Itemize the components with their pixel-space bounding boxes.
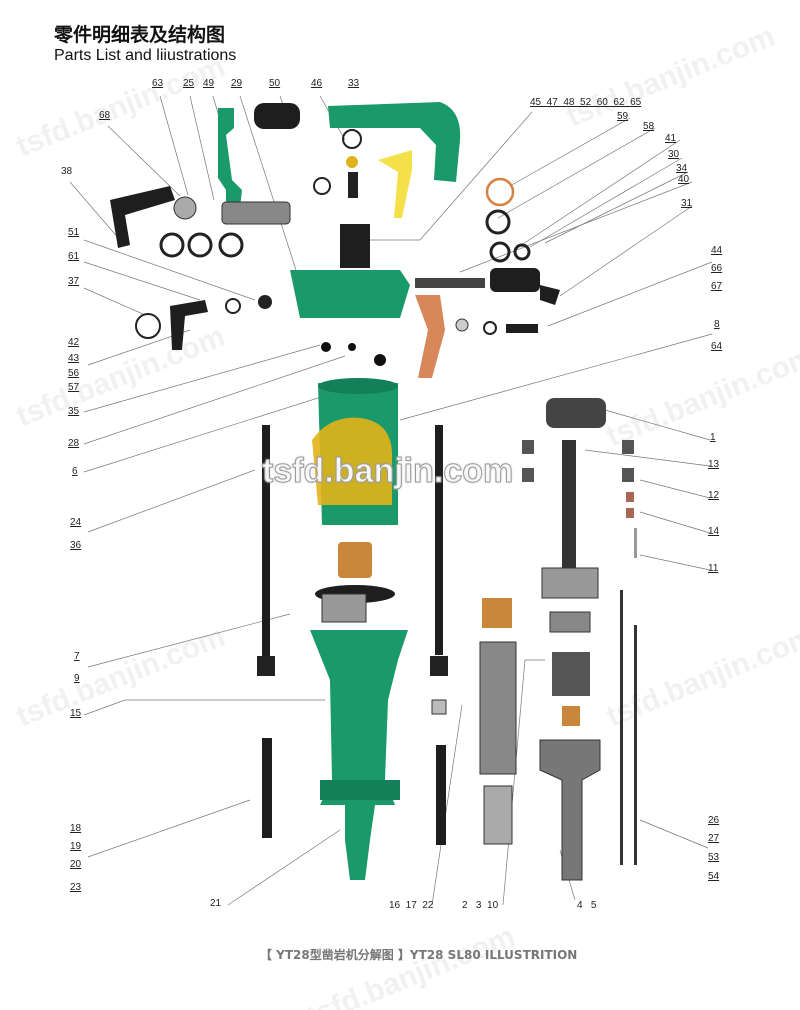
label-25: 25 bbox=[183, 78, 195, 89]
label-33: 33 bbox=[348, 78, 360, 89]
label-36: 36 bbox=[70, 540, 82, 551]
label-37: 37 bbox=[68, 276, 80, 287]
label-66: 66 bbox=[711, 263, 723, 274]
label-59: 59 bbox=[617, 111, 629, 122]
label-63: 63 bbox=[152, 78, 164, 89]
label-54: 54 bbox=[708, 871, 720, 882]
label-61: 61 bbox=[68, 251, 80, 262]
label-42: 42 bbox=[68, 337, 80, 348]
part-38-lever bbox=[110, 186, 175, 248]
label-30: 30 bbox=[668, 149, 680, 160]
part-brass-bushing bbox=[338, 542, 372, 578]
part-26-water-tube bbox=[620, 590, 623, 865]
label-57: 57 bbox=[68, 382, 80, 393]
part-49-lever bbox=[218, 108, 242, 208]
label-21: 21 bbox=[210, 898, 222, 909]
part-46-ring bbox=[342, 129, 362, 149]
label-15: 15 bbox=[70, 708, 82, 719]
label-8: 8 bbox=[714, 319, 720, 330]
label-31: 31 bbox=[681, 198, 693, 209]
label-49: 49 bbox=[203, 78, 215, 89]
part-chuck bbox=[541, 567, 599, 599]
label-56: 56 bbox=[68, 368, 80, 379]
label-58: 58 bbox=[643, 121, 655, 132]
label-26: 26 bbox=[708, 815, 720, 826]
label-18: 18 bbox=[70, 823, 82, 834]
part-elbow-pipe bbox=[415, 295, 445, 378]
title-english: Parts List and liiustrations bbox=[54, 47, 237, 64]
part-10-chuck-nut bbox=[552, 652, 590, 696]
part-spring bbox=[348, 172, 358, 198]
part-21-retainer bbox=[345, 805, 375, 880]
part-13-rifle-bar bbox=[562, 440, 576, 570]
part-shapes bbox=[110, 102, 637, 881]
label-40: 40 bbox=[678, 174, 690, 185]
part-valve bbox=[340, 224, 370, 268]
part-bolt-right bbox=[435, 425, 443, 655]
label-68: 68 bbox=[99, 110, 111, 121]
label-29: 29 bbox=[231, 78, 243, 89]
label-44: 44 bbox=[711, 245, 723, 256]
label-50: 50 bbox=[269, 78, 281, 89]
label-11: 11 bbox=[708, 563, 719, 574]
part-2-chuck-bushing bbox=[479, 641, 517, 775]
label-12: 12 bbox=[708, 490, 720, 501]
label-23: 23 bbox=[70, 882, 82, 893]
leader-lines bbox=[69, 95, 713, 906]
part-24-bolt bbox=[262, 425, 270, 665]
part-61-lever bbox=[170, 300, 208, 350]
label-46: 46 bbox=[311, 78, 323, 89]
label-9: 9 bbox=[74, 673, 80, 684]
label-27: 27 bbox=[708, 833, 720, 844]
label-2-3-10: 2 3 10 bbox=[462, 900, 499, 911]
part-15-front-head bbox=[310, 630, 408, 805]
label-19: 19 bbox=[70, 841, 82, 852]
label-45-65: 45 47 48 52 60 62 65 bbox=[530, 97, 642, 108]
part-1-ratchet bbox=[546, 398, 606, 428]
label-35: 35 bbox=[68, 406, 80, 417]
label-67: 67 bbox=[711, 281, 723, 292]
label-41: 41 bbox=[665, 133, 677, 144]
footer-caption: 【 YT28型凿岩机分解图 】YT28 SL80 ILLUSTRITION bbox=[260, 948, 578, 962]
label-20: 20 bbox=[70, 859, 82, 870]
label-13: 13 bbox=[708, 459, 720, 470]
label-53: 53 bbox=[708, 852, 720, 863]
label-24: 24 bbox=[70, 517, 82, 528]
label-38: 38 bbox=[61, 166, 73, 177]
label-14: 14 bbox=[708, 526, 720, 537]
part-25-shaft bbox=[221, 201, 291, 225]
label-43: 43 bbox=[68, 353, 80, 364]
label-51: 51 bbox=[68, 227, 80, 238]
part-18-latch bbox=[262, 738, 272, 838]
part-33-handle bbox=[328, 102, 461, 182]
part-29-cylinder-head bbox=[290, 270, 410, 318]
title-chinese: 零件明细表及结构图 bbox=[54, 24, 226, 46]
label-16-17-22: 16 17 22 bbox=[389, 900, 434, 911]
label-64: 64 bbox=[711, 341, 723, 352]
label-34: 34 bbox=[676, 163, 688, 174]
label-4-5: 4 5 bbox=[577, 900, 597, 911]
label-28: 28 bbox=[68, 438, 80, 449]
label-1: 1 bbox=[710, 432, 716, 443]
part-yellow-lever bbox=[378, 150, 412, 218]
label-7: 7 bbox=[74, 651, 80, 662]
part-50-bellows bbox=[254, 103, 300, 129]
part-amber-cover bbox=[312, 417, 392, 505]
label-6: 6 bbox=[72, 466, 78, 477]
part-brass-washer bbox=[346, 156, 358, 168]
part-valve-rod bbox=[415, 278, 485, 288]
part-4-piston bbox=[539, 739, 601, 881]
watermark: tsfd.banjin.com bbox=[261, 452, 514, 491]
